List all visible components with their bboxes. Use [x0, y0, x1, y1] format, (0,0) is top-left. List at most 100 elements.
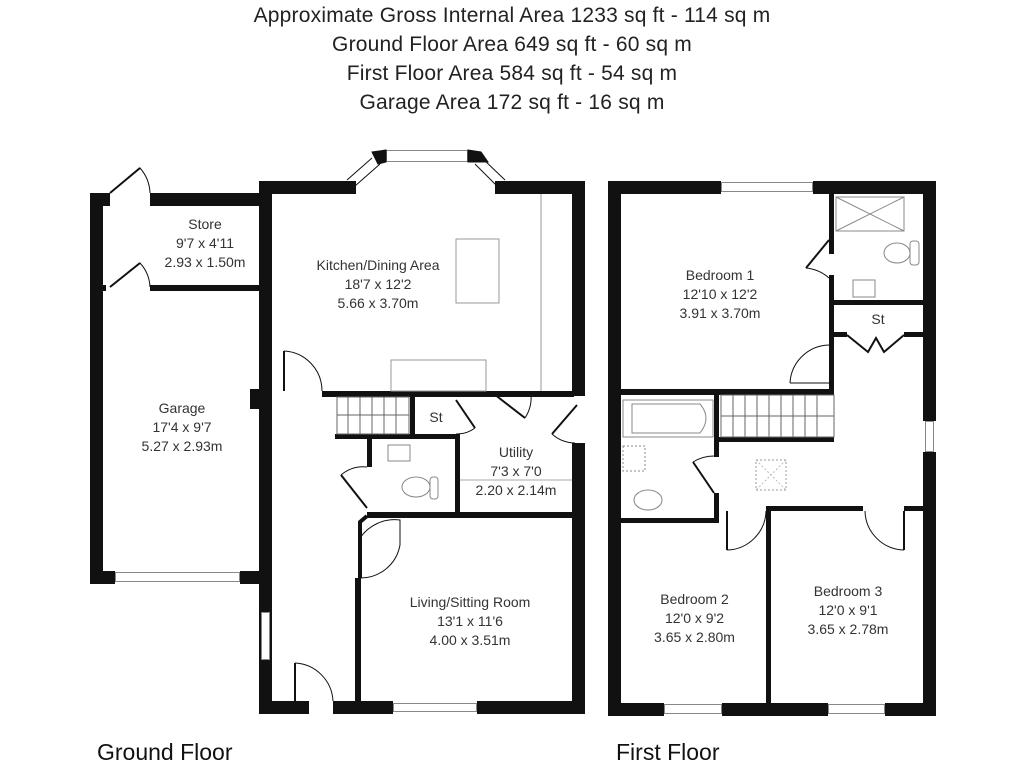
room-name: Store	[188, 216, 222, 232]
room-name: Bedroom 1	[685, 267, 755, 283]
window	[393, 703, 477, 712]
wall	[608, 518, 719, 523]
wall	[714, 493, 719, 523]
room-store-cupboard: St	[418, 408, 454, 427]
wall	[608, 181, 721, 194]
first-floor-label: First Floor	[616, 739, 720, 765]
door-swing	[109, 167, 151, 194]
room-name: Utility	[498, 444, 534, 460]
toilet	[633, 489, 663, 511]
room-metric: 3.91 x 3.70m	[679, 305, 761, 321]
wall	[714, 392, 719, 457]
toilet	[401, 476, 431, 498]
room-garage: Garage 17'4 x 9'7 5.27 x 2.93m	[112, 399, 252, 456]
wall	[410, 391, 415, 439]
toilet	[883, 242, 911, 264]
bathtub	[622, 399, 714, 438]
wall	[923, 181, 936, 421]
wall	[904, 506, 929, 511]
room-imperial: 17'4 x 9'7	[152, 419, 212, 435]
wall	[608, 181, 621, 716]
stairs	[720, 394, 835, 438]
room-imperial: 12'10 x 12'2	[682, 286, 758, 302]
room-metric: 2.20 x 2.14m	[475, 482, 557, 498]
wall	[572, 181, 585, 396]
garage-area-line: Garage Area 172 sq ft - 16 sq m	[359, 91, 665, 114]
window	[925, 421, 934, 452]
wall	[722, 703, 828, 716]
room-bedroom-2: Bedroom 2 12'0 x 9'2 3.65 x 2.80m	[627, 590, 762, 647]
window	[261, 612, 270, 660]
room-name: Kitchen/Dining Area	[316, 257, 440, 273]
ground-area-line: Ground Floor Area 649 sq ft - 60 sq m	[332, 33, 692, 56]
wall	[829, 300, 929, 305]
wall	[572, 443, 585, 714]
kitchen-counter	[390, 359, 487, 392]
shower	[835, 196, 905, 232]
wall	[150, 193, 272, 206]
wall	[829, 332, 847, 337]
room-name: Living/Sitting Room	[409, 594, 531, 610]
wall	[90, 571, 115, 584]
room-imperial: 9'7 x 4'11	[175, 235, 235, 251]
bay-pier	[371, 149, 387, 165]
wall	[90, 285, 106, 291]
room-imperial: 13'1 x 11'6	[437, 613, 503, 629]
room-store-cupboard-first: St	[858, 310, 898, 329]
wall	[367, 512, 577, 518]
room-imperial: 12'0 x 9'2	[664, 610, 725, 626]
wall	[766, 506, 863, 511]
wall	[904, 332, 926, 337]
wall	[477, 701, 585, 714]
gross-area-line: Approximate Gross Internal Area 1233 sq …	[253, 4, 771, 27]
wall	[259, 701, 309, 714]
room-name: Bedroom 3	[813, 583, 883, 599]
wall	[333, 701, 393, 714]
stairs	[336, 396, 410, 435]
wall	[259, 181, 356, 194]
room-imperial: 12'0 x 9'1	[818, 602, 878, 618]
basin	[387, 444, 411, 462]
basin	[852, 279, 876, 298]
wall	[455, 434, 460, 516]
room-metric: 5.66 x 3.70m	[337, 295, 419, 311]
wall	[766, 506, 771, 706]
wall	[923, 452, 936, 716]
room-name: Garage	[158, 400, 206, 416]
room-kitchen-dining: Kitchen/Dining Area 18'7 x 12'2 5.66 x 3…	[278, 256, 478, 313]
room-living-sitting: Living/Sitting Room 13'1 x 11'6 4.00 x 3…	[375, 593, 565, 650]
room-bedroom-1: Bedroom 1 12'10 x 12'2 3.91 x 3.70m	[650, 266, 790, 323]
wall	[829, 194, 834, 254]
room-metric: 2.93 x 1.50m	[164, 254, 246, 270]
wall	[885, 703, 936, 716]
room-name: St	[871, 311, 885, 327]
wall	[355, 578, 361, 706]
window	[721, 182, 813, 192]
ground-floor-label: Ground Floor	[97, 739, 233, 765]
wall	[335, 434, 455, 439]
first-area-line: First Floor Area 584 sq ft - 54 sq m	[346, 62, 678, 85]
wall	[719, 437, 834, 442]
room-metric: 4.00 x 3.51m	[429, 632, 511, 648]
wall	[608, 389, 834, 395]
garage-door	[115, 572, 240, 582]
room-metric: 3.65 x 2.78m	[807, 621, 889, 637]
room-name: Bedroom 2	[660, 591, 729, 607]
window	[828, 704, 885, 714]
loft-hatch	[755, 459, 787, 491]
room-bedroom-3: Bedroom 3 12'0 x 9'1 3.65 x 2.78m	[778, 582, 918, 639]
wall-pier	[250, 389, 262, 409]
room-name: St	[429, 409, 443, 425]
door-swing	[109, 262, 151, 288]
room-store: Store 9'7 x 4'11 2.93 x 1.50m	[140, 215, 270, 272]
wall	[259, 181, 272, 714]
wall	[367, 437, 372, 467]
wall	[813, 181, 936, 194]
room-imperial: 7'3 x 7'0	[490, 463, 542, 479]
room-utility: Utility 7'3 x 7'0 2.20 x 2.14m	[460, 443, 572, 500]
wall	[608, 703, 664, 716]
room-metric: 3.65 x 2.80m	[654, 629, 735, 645]
wall	[322, 391, 574, 397]
wall	[90, 193, 110, 206]
